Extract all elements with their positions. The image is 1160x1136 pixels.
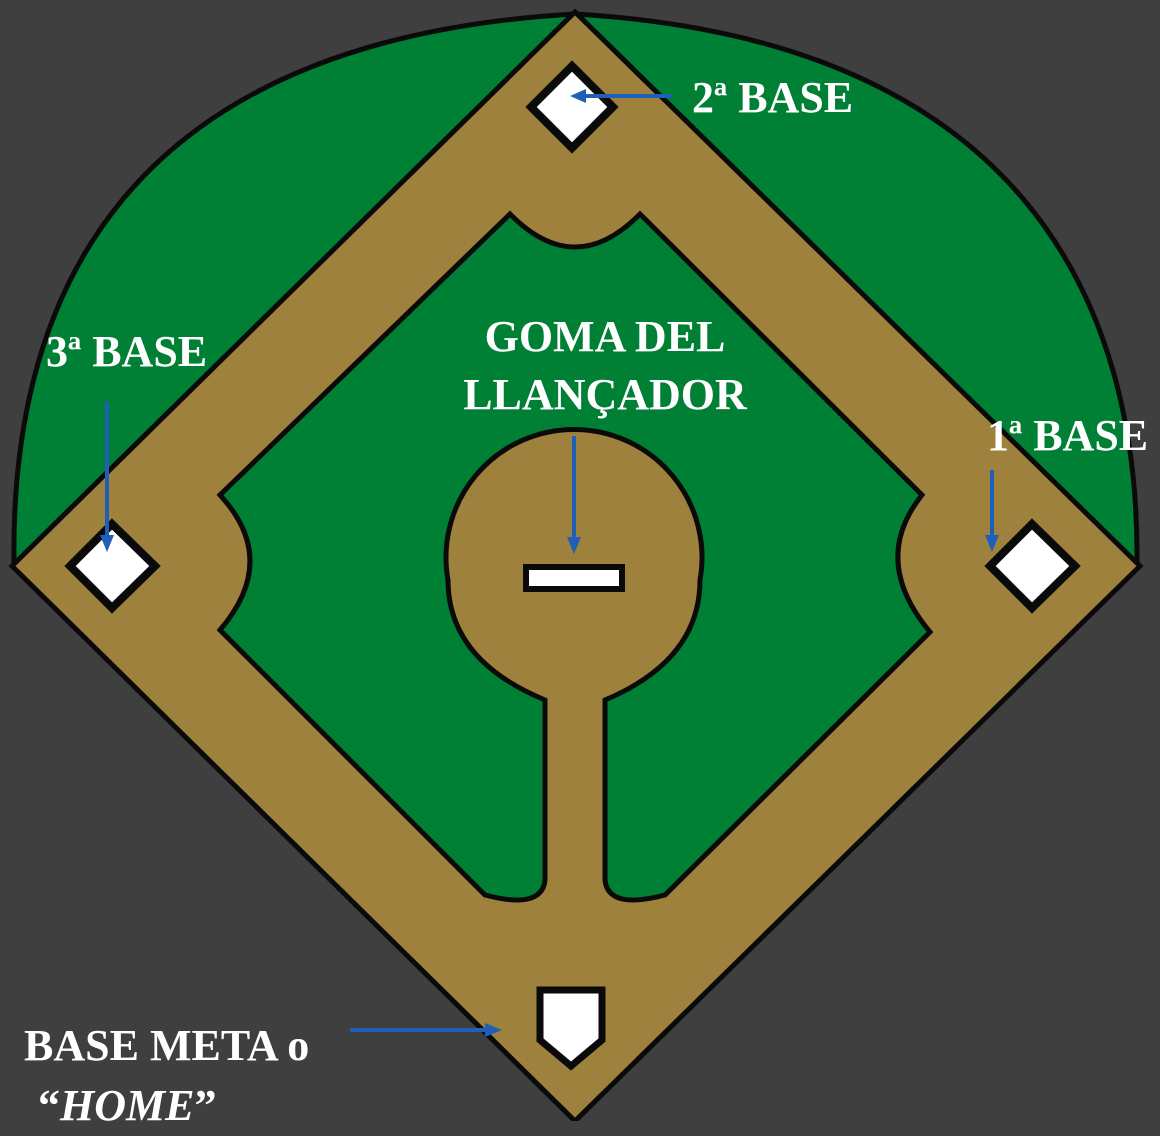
first-base-label: 1ª BASE: [987, 410, 1148, 461]
home-plate-label-line1: BASE META o: [24, 1016, 309, 1076]
home-plate-label: BASE META o “HOME”: [24, 1016, 309, 1136]
pitcher-rubber-label-line1: GOMA DEL: [430, 308, 780, 366]
home-word: HOME: [60, 1081, 194, 1130]
pitcher-rubber-label-line2: LLANÇADOR: [430, 366, 780, 424]
home-plate-label-line2: “HOME”: [24, 1076, 309, 1136]
home-open-quote: “: [38, 1081, 60, 1130]
pitcher-rubber: [526, 567, 622, 589]
third-base-label: 3ª BASE: [46, 326, 207, 377]
second-base-label: 2ª BASE: [692, 72, 853, 123]
home-close-quote: ”: [194, 1081, 216, 1130]
pitcher-rubber-label: GOMA DEL LLANÇADOR: [430, 308, 780, 424]
